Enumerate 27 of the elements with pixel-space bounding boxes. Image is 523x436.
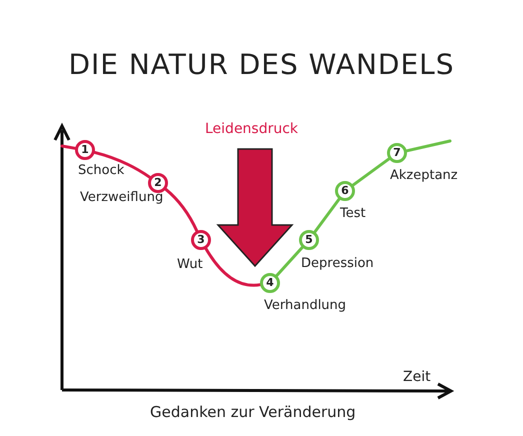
numbered-circle: 5 — [299, 230, 319, 250]
stage-label: Schock — [78, 163, 124, 178]
axis-label: Gedanken zur Veränderung — [150, 403, 356, 421]
curve-segment — [405, 140, 452, 152]
curve-segment — [60, 144, 77, 150]
stage-label: Akzeptanz — [390, 168, 458, 183]
numbered-circle: 6 — [335, 181, 355, 201]
axis-label: Zeit — [403, 369, 431, 385]
block-arrow — [216, 148, 294, 268]
curve-segment — [164, 188, 198, 232]
numbered-circle: 1 — [75, 140, 95, 160]
numbered-circle: 3 — [191, 230, 211, 250]
stage-label: Verzweiflung — [80, 190, 164, 205]
stage-label: Depression — [301, 256, 374, 271]
numbered-circle: 2 — [148, 173, 168, 193]
curve-segment — [204, 247, 262, 287]
stage-label: Test — [340, 206, 366, 221]
numbered-circle: 7 — [387, 143, 407, 163]
curve-segment — [313, 198, 341, 234]
curve-segment — [275, 246, 304, 278]
curve-segment — [352, 157, 390, 187]
numbered-circle: 4 — [260, 273, 280, 293]
stage-label: Verhandlung — [264, 298, 346, 313]
arrow-label: Leidensdruck — [205, 121, 298, 137]
title: DIE NATUR DES WANDELS — [67, 48, 456, 81]
stage-label: Wut — [177, 257, 203, 272]
curve-segment — [93, 150, 152, 179]
